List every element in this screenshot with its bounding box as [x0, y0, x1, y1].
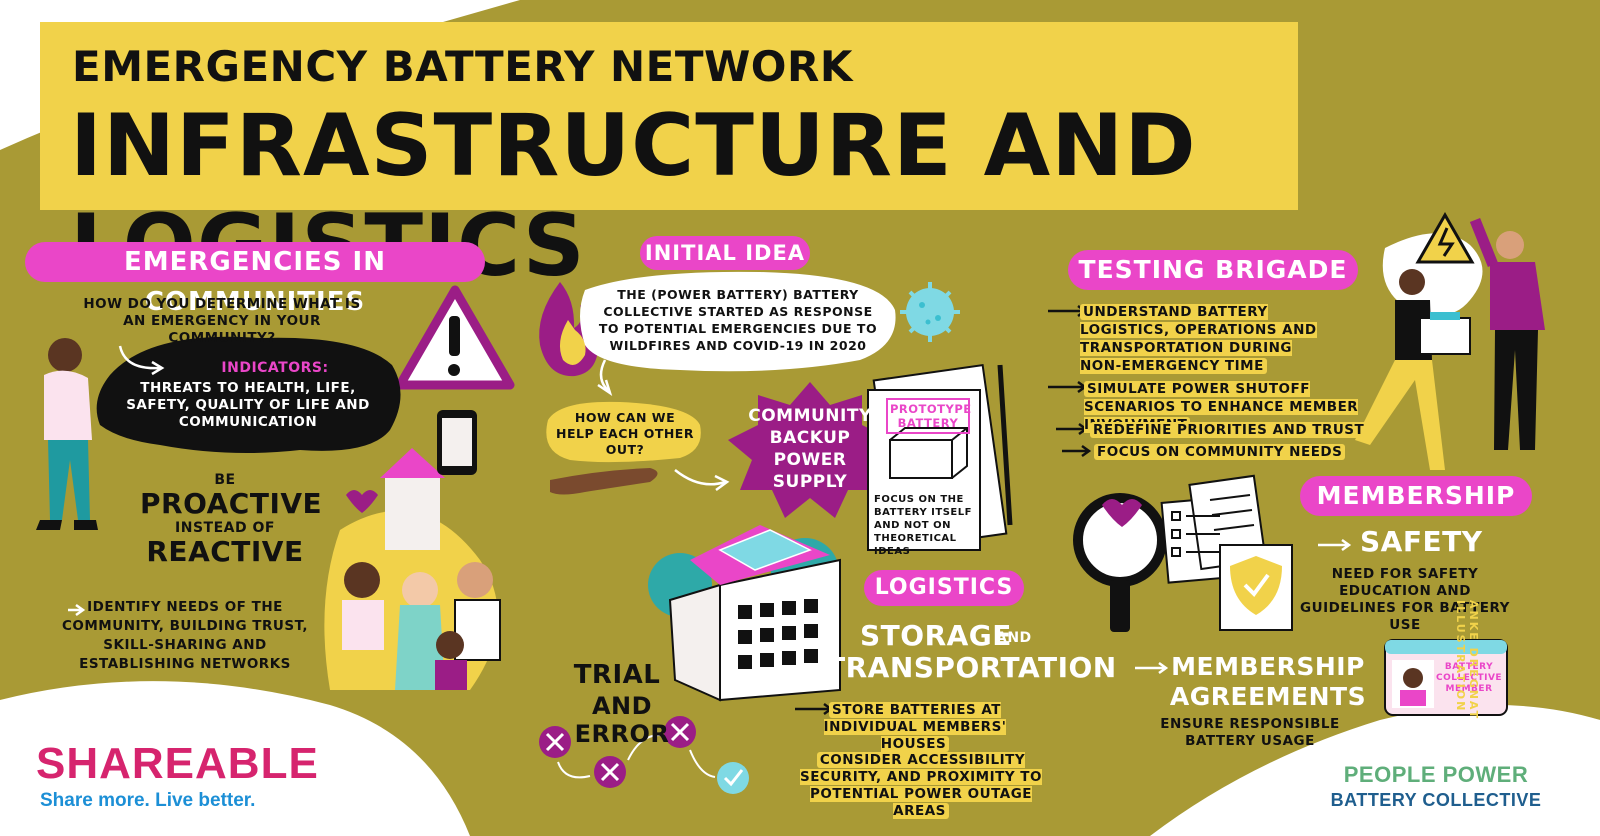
shareable-logo[interactable]: SHAREABLE — [36, 739, 319, 788]
safety-documents-illustration — [1073, 474, 1293, 632]
flame-icon — [539, 282, 599, 377]
proactive-label: PROACTIVE — [140, 487, 323, 520]
thinking-woman-illustration — [36, 338, 98, 530]
logistics-item-1: STORE BATTERIES AT INDIVIDUAL MEMBERS' H… — [823, 702, 1007, 752]
battery-collective-logo: BATTERY COLLECTIVE — [1330, 790, 1542, 810]
white-bottom-right-wave — [1280, 711, 1600, 836]
prototype-note: FOCUS ON THE BATTERY ITSELF AND NOT ON T… — [874, 494, 972, 557]
testing-brigade-figures — [1355, 211, 1545, 470]
testing-item-3: REDEFINE PRIORITIES AND TRUST — [1090, 421, 1370, 439]
membership-agreements-label: MEMBERSHIP AGREEMENTS — [1169, 652, 1367, 711]
membership-agreements-text: ENSURE RESPONSIBLE BATTERY USAGE — [1160, 716, 1340, 749]
storage-label: STORAGE — [860, 619, 1012, 652]
membership-card-text: BATTERY COLLECTIVE MEMBER — [1436, 662, 1503, 694]
help-question: HOW CAN WE HELP EACH OTHER OUT? — [556, 410, 694, 457]
title-banner — [40, 22, 1298, 210]
backup-power-burst — [728, 382, 892, 518]
prototype-label: PROTOTYPE BATTERY — [886, 398, 971, 434]
instead-of-label: INSTEAD OF — [175, 520, 275, 536]
warning-triangle-icon — [395, 285, 515, 390]
indicators-speech-blob — [96, 336, 401, 454]
logistics-item-2: CONSIDER ACCESSIBILITY SECURITY, AND PRO… — [799, 752, 1042, 819]
and-label: AND — [996, 630, 1032, 646]
indicators-label: INDICATORS: — [221, 360, 329, 376]
and-error-label: AND ERROR — [574, 692, 670, 748]
trial-error-marks — [539, 716, 749, 794]
community-group-illustration — [324, 410, 501, 690]
people-power-logo[interactable]: PEOPLE POWER — [1343, 762, 1529, 787]
testing-item-1: UNDERSTAND BATTERY LOGISTICS, OPERATIONS… — [1080, 304, 1317, 374]
title-kicker: EMERGENCY BATTERY NETWORK — [72, 42, 853, 91]
testing-brigade-heading: TESTING BRIGADE — [1068, 250, 1358, 290]
emergencies-heading: EMERGENCIES IN COMMUNITIES — [25, 242, 485, 317]
membership-heading: MEMBERSHIP — [1300, 476, 1532, 516]
identify-needs-text: IDENTIFY NEEDS OF THE COMMUNITY, BUILDIN… — [61, 599, 308, 672]
indicators-text: THREATS TO HEALTH, LIFE, SAFETY, QUALITY… — [126, 380, 370, 430]
be-label: BE — [214, 472, 236, 488]
emergency-question: HOW DO YOU DETERMINE WHAT IS AN EMERGENC… — [83, 296, 361, 346]
shareable-tagline: Share more. Live better. — [40, 790, 256, 811]
testing-item-4: FOCUS ON COMMUNITY NEEDS — [1094, 443, 1374, 461]
trial-label: TRIAL — [573, 660, 661, 690]
virus-icon — [900, 282, 960, 342]
help-question-bubble — [546, 401, 701, 463]
safety-text: NEED FOR SAFETY EDUCATION AND GUIDELINES… — [1300, 566, 1510, 633]
membership-card-icon — [1384, 639, 1508, 716]
safety-label: SAFETY — [1360, 525, 1483, 558]
initial-idea-text: THE (POWER BATTERY) BATTERY COLLECTIVE S… — [598, 287, 878, 353]
white-bottom-left-wave — [0, 681, 470, 836]
initial-idea-bubble — [580, 271, 896, 372]
logistics-heading: LOGISTICS — [864, 570, 1024, 606]
transportation-label: TRANSPORTATION — [826, 651, 1117, 684]
open-hand-icon — [550, 468, 658, 495]
house-solar-illustration — [648, 525, 841, 702]
burst-text: COMMUNITY BACKUP POWER SUPPLY — [748, 406, 872, 492]
reactive-label: REACTIVE — [146, 535, 304, 568]
initial-idea-heading: INITIAL IDEA — [640, 236, 810, 270]
